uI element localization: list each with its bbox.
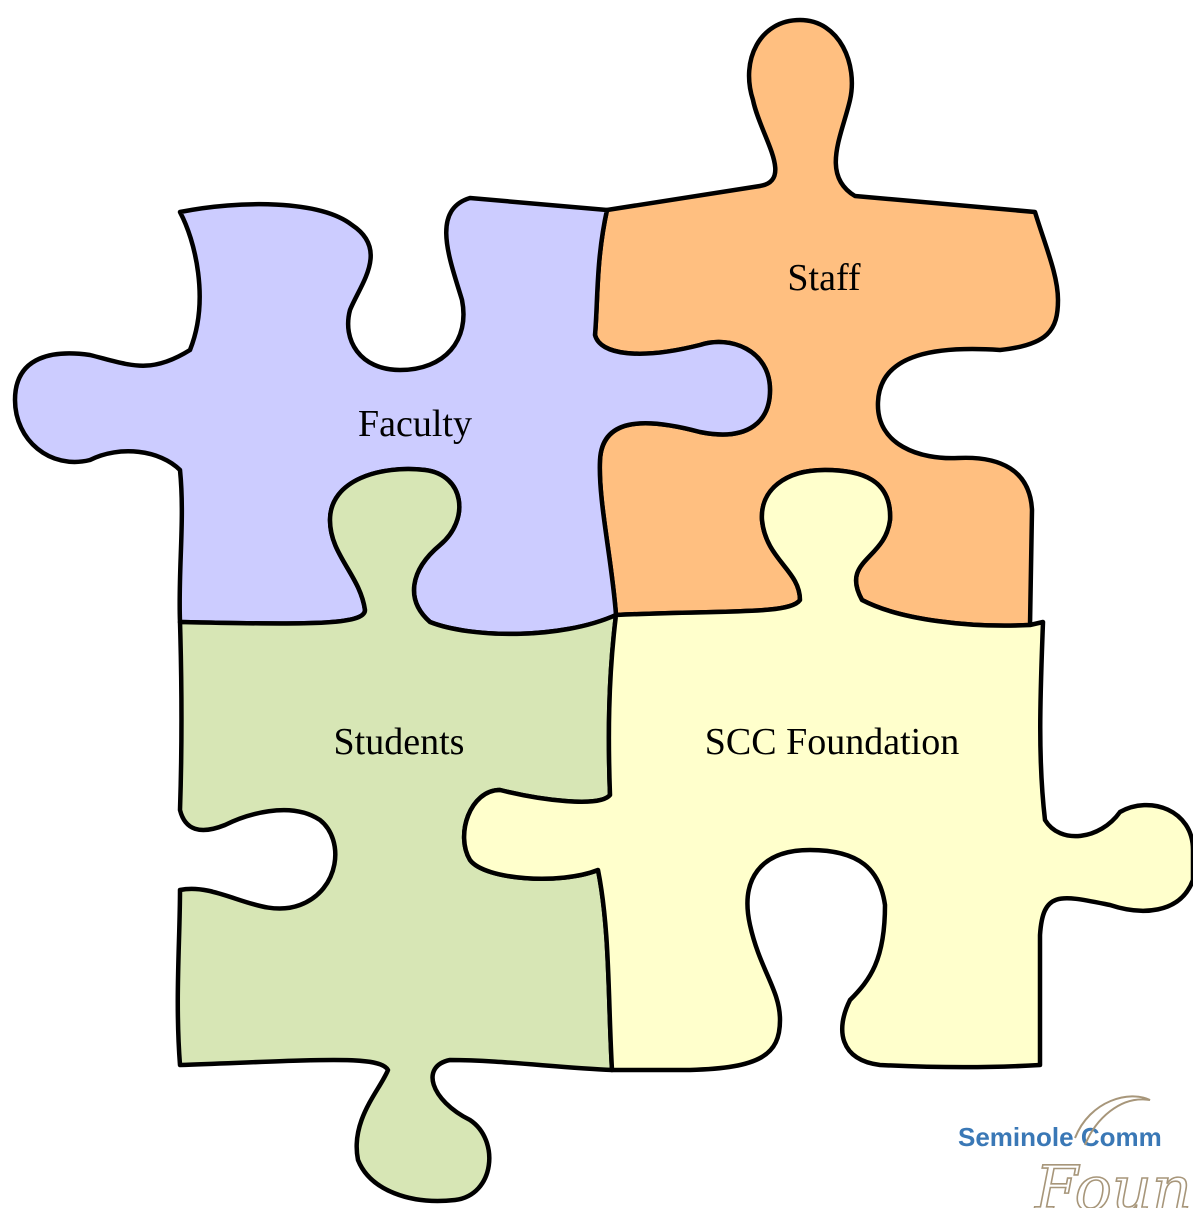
- logo-flourish: [1074, 1095, 1151, 1146]
- foundation-label: SCC Foundation: [705, 721, 959, 763]
- logo-text: Seminole Comm: [958, 1122, 1162, 1152]
- staff-label: Staff: [787, 257, 861, 299]
- students-label: Students: [334, 721, 465, 763]
- faculty-label: Faculty: [358, 403, 472, 445]
- foundation-piece: [461, 467, 1193, 1073]
- foundation-logo: Seminole Comm Foun: [958, 1095, 1193, 1208]
- logo-script: Foun: [1034, 1152, 1192, 1208]
- students-piece: [175, 466, 619, 1204]
